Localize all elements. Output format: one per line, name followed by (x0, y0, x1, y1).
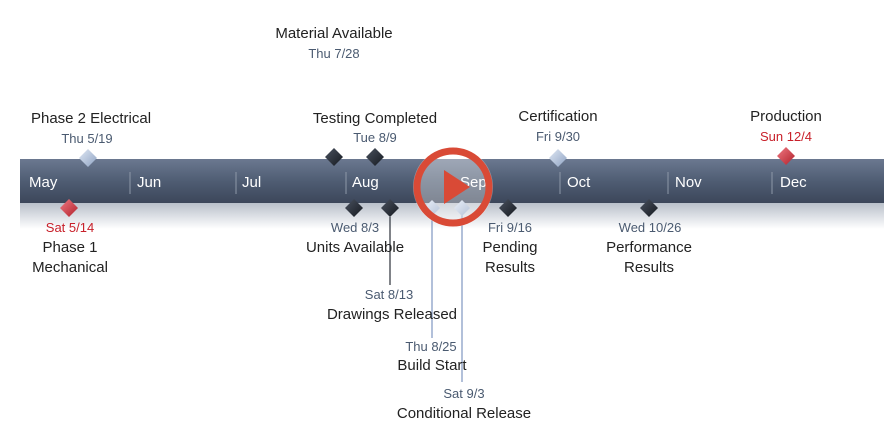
milestone-date: Thu 8/25 (405, 339, 456, 354)
milestone-title: Build Start (397, 357, 467, 374)
milestone-title: Conditional Release (397, 405, 531, 422)
milestone-certification: Certification Fri 9/30 (518, 108, 598, 167)
milestone-date: Wed 10/26 (619, 220, 682, 235)
milestone-title: Drawings Released (327, 306, 457, 323)
month-label-dec: Dec (780, 174, 807, 191)
play-icon (444, 170, 470, 204)
milestone-date: Sat 8/13 (365, 287, 413, 302)
milestone-date: Tue 8/9 (353, 130, 397, 145)
month-separators (129, 172, 773, 194)
month-label-oct: Oct (567, 174, 591, 191)
milestone-diamond-icon (79, 149, 97, 167)
milestone-title: Production (750, 108, 822, 125)
milestone-performance-results: Wed 10/26 Performance Results (606, 199, 692, 276)
milestone-title-line-2: Results (485, 259, 535, 276)
milestone-date: Fri 9/30 (536, 129, 580, 144)
play-button[interactable] (413, 147, 493, 227)
month-label-may: May (29, 174, 58, 191)
milestone-date: Fri 9/16 (488, 220, 532, 235)
month-label-jul: Jul (242, 174, 261, 191)
milestone-title-line-1: Performance (606, 239, 692, 256)
connector-lines (389, 210, 463, 382)
milestone-title-line-1: Phase 1 (42, 239, 97, 256)
milestone-title: Units Available (306, 239, 404, 256)
month-labels: May Jun Jul Aug Sep Oct Nov Dec (29, 174, 807, 191)
month-label-nov: Nov (675, 174, 702, 191)
milestone-diamond-icon (366, 148, 384, 166)
milestone-title-line-2: Mechanical (32, 259, 108, 276)
milestone-title: Phase 2 Electrical (31, 110, 151, 127)
milestone-phase-1-mechanical: Sat 5/14 Phase 1 Mechanical (32, 199, 108, 276)
milestone-date: Thu 5/19 (61, 131, 112, 146)
milestone-testing-completed: Testing Completed Tue 8/9 (313, 110, 437, 166)
milestone-diamond-icon (454, 200, 470, 216)
milestone-date: Sun 12/4 (760, 129, 812, 144)
milestone-diamond-icon (325, 148, 343, 166)
milestone-date: Thu 7/28 (308, 46, 359, 61)
milestone-production: Production Sun 12/4 (750, 108, 822, 165)
milestone-phase-2-electrical: Phase 2 Electrical Thu 5/19 (31, 110, 151, 167)
milestone-date: Sat 5/14 (46, 220, 94, 235)
milestone-diamond-icon (777, 147, 795, 165)
milestone-date: Sat 9/3 (443, 386, 484, 401)
month-label-aug: Aug (352, 174, 379, 191)
milestone-material-available: Material Available Thu 7/28 (275, 25, 393, 166)
milestone-diamond-icon (60, 199, 78, 217)
milestone-diamond-icon (640, 199, 658, 217)
milestone-diamond-icon (345, 199, 363, 217)
milestone-date: Wed 8/3 (331, 220, 379, 235)
month-label-jun: Jun (137, 174, 161, 191)
milestone-conditional-release: Sat 9/3 Conditional Release (397, 200, 531, 422)
milestone-pending-results: Fri 9/16 Pending Results (482, 199, 538, 276)
milestone-diamond-icon (499, 199, 517, 217)
milestone-diamond-icon (549, 149, 567, 167)
milestone-title: Material Available (275, 25, 392, 42)
milestone-drawings-released: Sat 8/13 Drawings Released (327, 199, 457, 323)
milestone-diamond-icon (381, 199, 399, 217)
milestone-units-available: Wed 8/3 Units Available (306, 199, 404, 256)
milestone-title-line-2: Results (624, 259, 674, 276)
milestone-title: Testing Completed (313, 110, 437, 127)
milestone-title-line-1: Pending (482, 239, 537, 256)
milestone-title: Certification (518, 108, 597, 125)
